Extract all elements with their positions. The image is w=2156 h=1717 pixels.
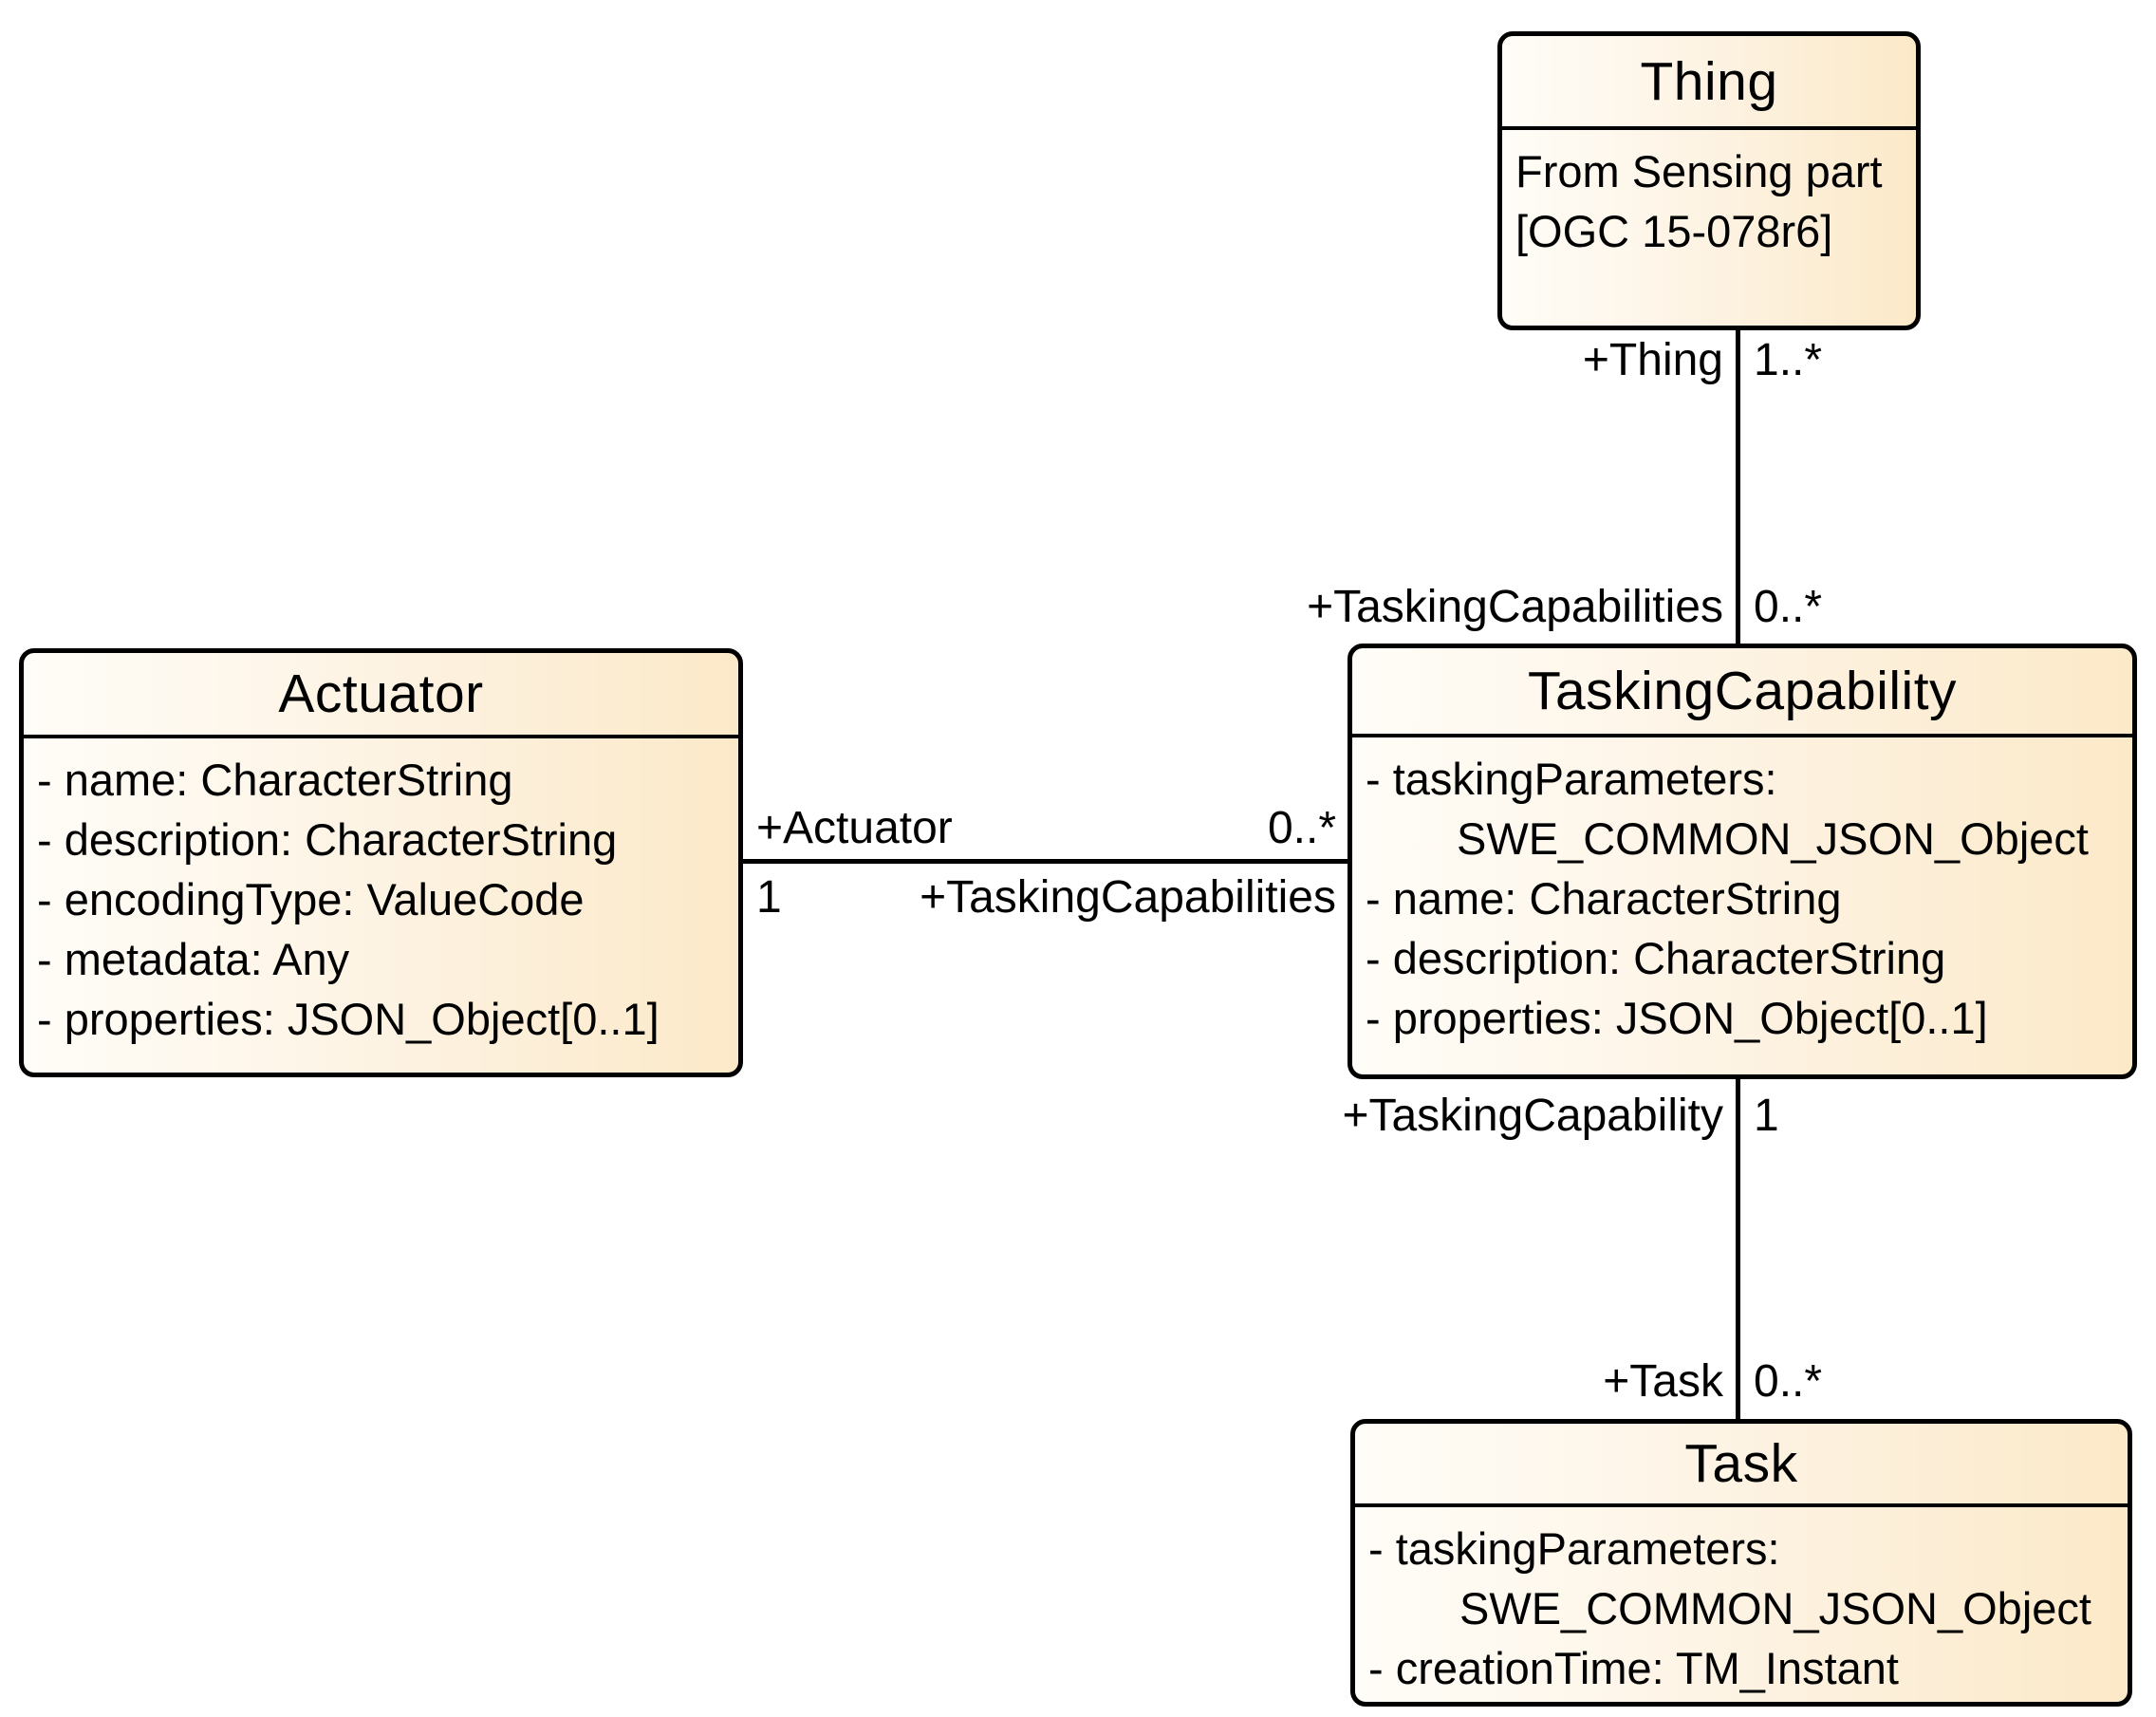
- class-title-taskingcapability: TaskingCapability: [1352, 648, 2132, 737]
- class-title-actuator: Actuator: [24, 653, 738, 738]
- multiplicity-label-taskingcapabilities-vertical: 0..*: [1754, 582, 1823, 632]
- class-box-thing: Thing From Sensing part [OGC 15-078r6]: [1497, 31, 1921, 330]
- class-attributes-actuator: - name: CharacterString - description: C…: [24, 738, 738, 1056]
- multiplicity-label-taskingcapability: 1: [1754, 1091, 1779, 1141]
- multiplicity-label-actuator: 1: [756, 872, 782, 923]
- role-label-taskingcapability: +TaskingCapability: [1342, 1091, 1723, 1141]
- multiplicity-label-task: 0..*: [1754, 1356, 1823, 1407]
- class-box-taskingcapability: TaskingCapability - taskingParameters: S…: [1348, 644, 2137, 1079]
- class-attribute: - encodingType: ValueCode: [37, 874, 585, 924]
- role-label-actuator: +Actuator: [756, 803, 953, 853]
- class-attributes-task: - taskingParameters: SWE_COMMON_JSON_Obj…: [1355, 1507, 2128, 1706]
- association-line-thing-taskingcapability: [1736, 330, 1740, 645]
- association-line-actuator-taskingcapability: [741, 859, 1349, 864]
- class-attribute: - properties: JSON_Object[0..1]: [37, 994, 660, 1044]
- class-attribute-wrapped: SWE_COMMON_JSON_Object: [1457, 813, 2089, 864]
- class-box-task: Task - taskingParameters: SWE_COMMON_JSO…: [1350, 1419, 2132, 1707]
- note-line: [OGC 15-078r6]: [1515, 206, 1833, 256]
- role-label-taskingcapabilities-vertical: +TaskingCapabilities: [1307, 582, 1723, 632]
- class-attribute: - properties: JSON_Object[0..1]: [1366, 993, 1988, 1043]
- class-attribute: - description: CharacterString: [37, 814, 618, 865]
- multiplicity-label-thing: 1..*: [1754, 335, 1823, 385]
- multiplicity-label-taskingcapabilities-horizontal: 0..*: [1267, 803, 1336, 853]
- role-label-task: +Task: [1603, 1356, 1723, 1407]
- class-title-task: Task: [1355, 1424, 2128, 1507]
- note-line: From Sensing part: [1515, 146, 1883, 196]
- class-attribute: - metadata: Any: [37, 934, 350, 984]
- association-line-taskingcapability-task: [1736, 1077, 1740, 1421]
- class-attribute-wrapped: SWE_COMMON_JSON_Object: [1459, 1583, 2091, 1633]
- class-attribute: - taskingParameters:: [1368, 1523, 1780, 1574]
- class-attributes-taskingcapability: - taskingParameters: SWE_COMMON_JSON_Obj…: [1352, 737, 2132, 1055]
- role-label-thing: +Thing: [1582, 335, 1723, 385]
- class-attribute: - name: CharacterString: [37, 755, 513, 805]
- class-attribute: - name: CharacterString: [1366, 873, 1842, 924]
- class-attribute: - taskingParameters:: [1366, 754, 1777, 804]
- class-box-actuator: Actuator - name: CharacterString - descr…: [19, 648, 743, 1077]
- role-label-taskingcapabilities-horizontal: +TaskingCapabilities: [920, 872, 1336, 923]
- class-title-thing: Thing: [1502, 36, 1916, 130]
- class-attribute: - description: CharacterString: [1366, 933, 1946, 983]
- class-note-thing: From Sensing part [OGC 15-078r6]: [1502, 130, 1916, 269]
- class-attribute: - creationTime: TM_Instant: [1368, 1643, 1899, 1693]
